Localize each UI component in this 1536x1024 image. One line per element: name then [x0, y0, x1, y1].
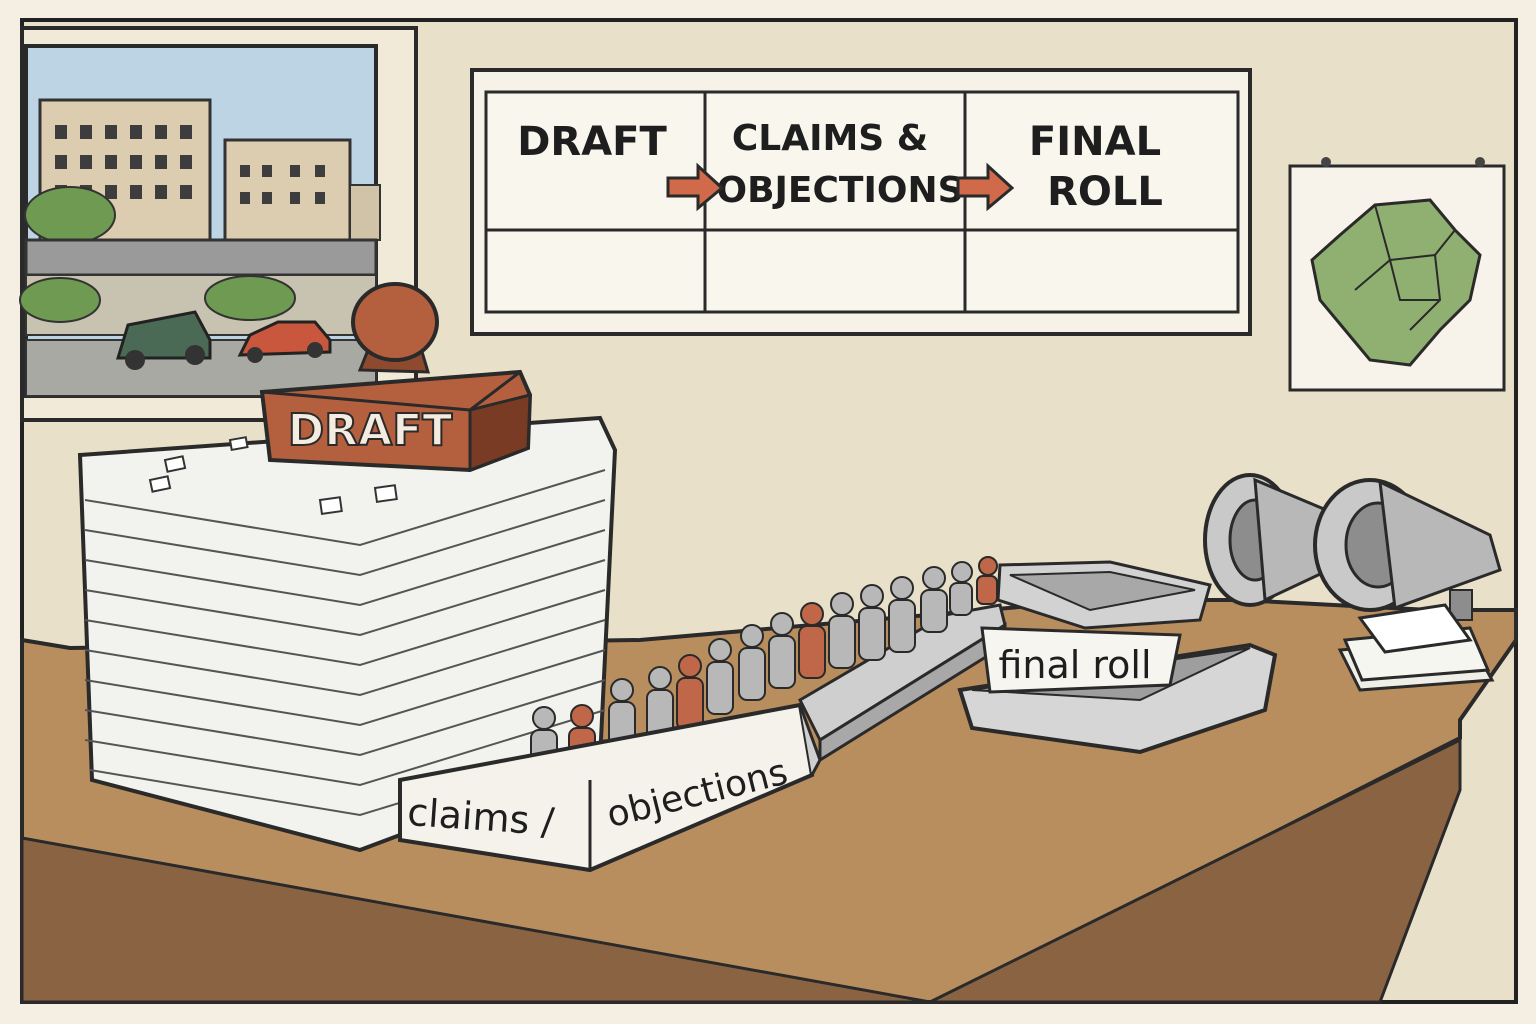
queue-tray: [798, 603, 1007, 763]
board-stage-claims-line1: CLAIMS &: [732, 118, 928, 159]
map-icon: [1310, 198, 1482, 367]
green-car: [115, 310, 212, 370]
board-stage-claims-line2: OBJECTIONS: [716, 170, 963, 211]
megaphone-icon: [1313, 478, 1502, 621]
arrow-right-icon: [956, 162, 1015, 212]
map-poster: [1288, 157, 1506, 392]
red-car: [237, 320, 332, 363]
small-tray: [996, 560, 1212, 630]
paper-stack: [77, 415, 618, 853]
stamp-label: DRAFT: [288, 405, 453, 456]
claims-objections-tray: claims / objections: [398, 702, 822, 873]
arrow-right-icon: [666, 162, 725, 212]
board-stage-final-line2: ROLL: [1047, 169, 1163, 215]
process-board: DRAFT CLAIMS & OBJECTIONS FINAL ROLL: [470, 68, 1252, 336]
card-stack: [1337, 603, 1495, 692]
board-stage-draft: DRAFT: [517, 119, 667, 165]
final-roll-tray: final roll: [957, 626, 1278, 755]
tray-label-final-roll: final roll: [998, 643, 1151, 687]
city-buildings: [24, 98, 381, 244]
rubber-stamp-icon: DRAFT: [259, 282, 533, 473]
tray-label-claims: claims /: [406, 790, 556, 844]
board-stage-final-line1: FINAL: [1029, 119, 1161, 165]
window: [19, 26, 418, 422]
